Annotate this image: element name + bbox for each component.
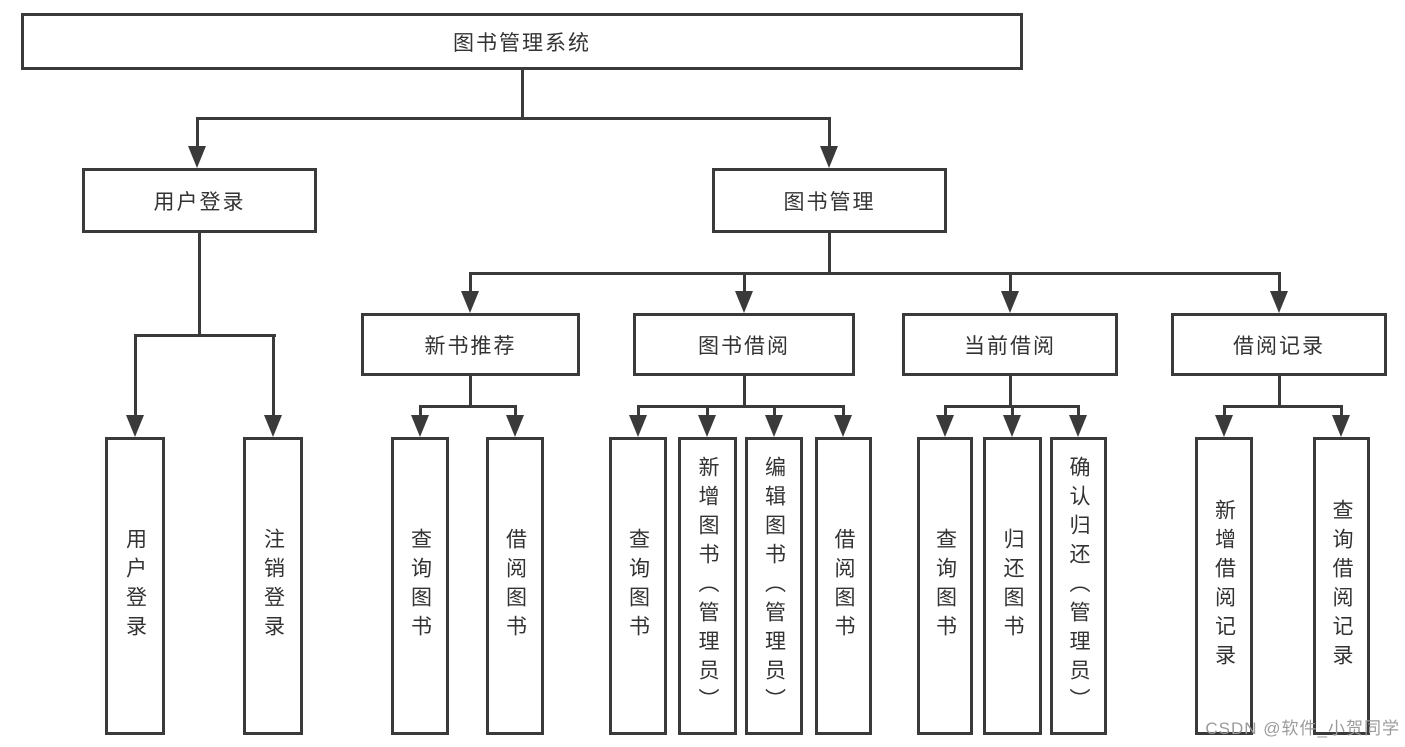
- connector-line: [272, 335, 275, 417]
- watermark-text: CSDN @软件_小贺同学: [1205, 719, 1400, 738]
- connector-line: [743, 376, 746, 407]
- arrow-down-icon: [765, 415, 783, 437]
- leaf-logout: 注销登录: [243, 437, 303, 735]
- connector-line: [1278, 376, 1281, 408]
- node-new-book-recommend: 新书推荐: [361, 313, 580, 376]
- node-book-borrow: 图书借阅: [633, 313, 855, 376]
- node-user-login: 用户登录: [82, 168, 317, 233]
- arrow-down-icon: [629, 415, 647, 437]
- arrow-down-icon: [1270, 291, 1288, 313]
- arrow-down-icon: [1332, 415, 1350, 437]
- arrow-down-icon: [188, 146, 206, 168]
- arrow-down-icon: [1215, 415, 1233, 437]
- connector-line: [1223, 405, 1343, 408]
- leaf-edit-books-admin: 编辑图书（管理员）: [745, 437, 803, 735]
- leaf-query-books-borrow: 查询图书: [609, 437, 667, 735]
- connector-line: [469, 272, 1281, 275]
- node-root-system: 图书管理系统: [21, 13, 1023, 70]
- connector-line: [1011, 406, 1014, 417]
- arrow-down-icon: [698, 415, 716, 437]
- leaf-return-books: 归还图书: [983, 437, 1042, 735]
- connector-line: [419, 406, 422, 417]
- connector-line: [514, 406, 517, 417]
- connector-line: [828, 233, 831, 275]
- connector-line: [1009, 376, 1012, 408]
- connector-line: [1077, 406, 1080, 417]
- connector-line: [469, 273, 472, 293]
- arrow-down-icon: [834, 415, 852, 437]
- connector-line: [196, 118, 199, 148]
- connector-line: [134, 334, 276, 337]
- leaf-add-books-admin: 新增图书（管理员）: [678, 437, 737, 735]
- connector-line: [706, 406, 709, 417]
- leaf-borrow-books-recommend: 借阅图书: [486, 437, 544, 735]
- leaf-query-borrow-record: 查询借阅记录: [1313, 437, 1370, 735]
- connector-line: [1340, 406, 1343, 417]
- arrow-down-icon: [461, 291, 479, 313]
- arrow-down-icon: [936, 415, 954, 437]
- connector-line: [196, 117, 831, 120]
- arrow-down-icon: [1069, 415, 1087, 437]
- connector-line: [944, 406, 947, 417]
- leaf-user-login: 用户登录: [105, 437, 165, 735]
- connector-line: [842, 406, 845, 417]
- connector-line: [1278, 273, 1281, 293]
- connector-line: [1009, 273, 1012, 293]
- connector-line: [521, 70, 524, 119]
- arrow-down-icon: [411, 415, 429, 437]
- connector-line: [469, 376, 472, 408]
- leaf-query-books-current: 查询图书: [917, 437, 973, 735]
- arrow-down-icon: [820, 146, 838, 168]
- node-book-management: 图书管理: [712, 168, 947, 233]
- connector-line: [773, 406, 776, 417]
- leaf-add-borrow-record: 新增借阅记录: [1195, 437, 1253, 735]
- arrow-down-icon: [1001, 291, 1019, 313]
- arrow-down-icon: [264, 415, 282, 437]
- leaf-query-books-recommend: 查询图书: [391, 437, 449, 735]
- connector-line: [637, 405, 845, 408]
- connector-line: [828, 118, 831, 148]
- leaf-borrow-books: 借阅图书: [815, 437, 872, 735]
- node-borrow-record: 借阅记录: [1171, 313, 1387, 376]
- connector-line: [419, 405, 517, 408]
- connector-line: [1223, 406, 1226, 417]
- arrow-down-icon: [506, 415, 524, 437]
- arrow-down-icon: [1003, 415, 1021, 437]
- connector-line: [637, 406, 640, 417]
- node-current-borrow: 当前借阅: [902, 313, 1118, 376]
- connector-line: [198, 233, 201, 337]
- leaf-confirm-return-admin: 确认归还（管理员）: [1050, 437, 1107, 735]
- connector-line: [134, 335, 137, 417]
- arrow-down-icon: [735, 291, 753, 313]
- arrow-down-icon: [126, 415, 144, 437]
- connector-line: [743, 273, 746, 293]
